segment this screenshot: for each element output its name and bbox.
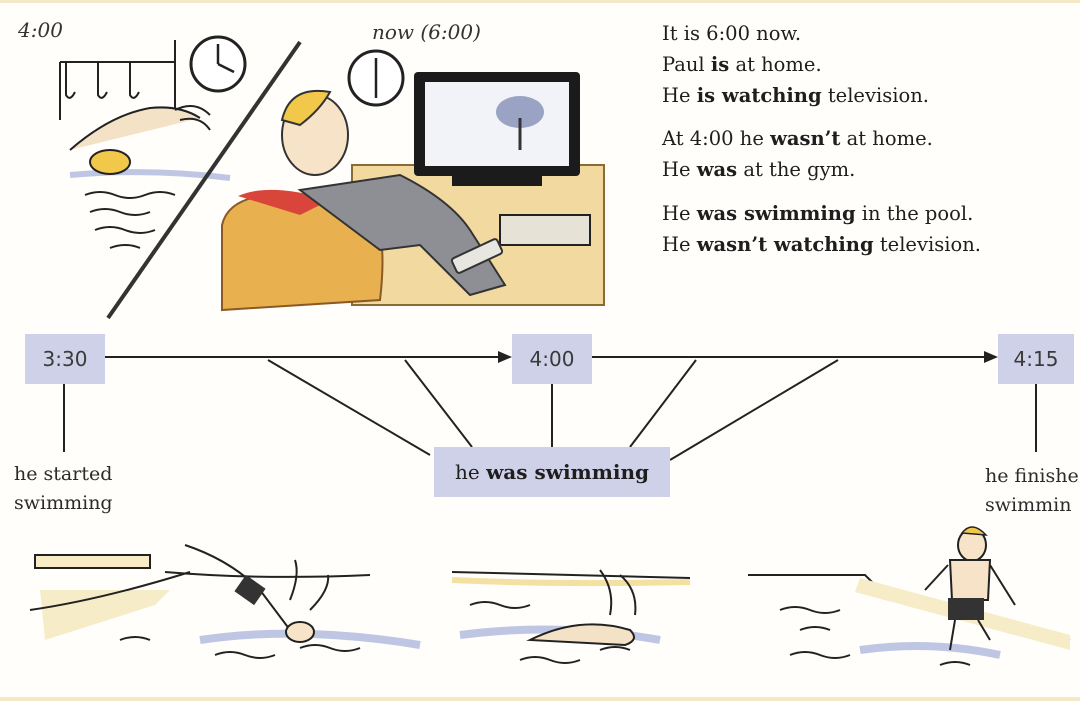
climb-out-illustration xyxy=(748,526,1071,666)
text-line-5: He was at the gym. xyxy=(662,158,856,181)
text-line-3: He is watching television. xyxy=(662,84,929,107)
text-line-7: He wasn’t watching television. xyxy=(662,233,981,256)
timeline-start-box: 3:30 xyxy=(25,334,105,384)
timeline-diagram xyxy=(63,351,1037,461)
caption-time-past: 4:00 xyxy=(18,18,63,42)
text-line-1: It is 6:00 now. xyxy=(662,22,802,45)
swim-illustration xyxy=(451,569,691,664)
timeline-end-box: 4:15 xyxy=(998,334,1074,384)
dive-illustration xyxy=(29,544,421,659)
page-edge-bottom xyxy=(0,697,1080,701)
text-line-6: He was swimming in the pool. xyxy=(662,202,974,225)
timeline-phrase-box: he was swimming xyxy=(434,447,670,497)
pool-swimmer-illustration xyxy=(59,35,302,320)
timeline-middle-box: 4:00 xyxy=(512,334,592,384)
text-line-4: At 4:00 he wasn’t at home. xyxy=(662,127,933,150)
caption-time-now: now (6:00) xyxy=(372,20,481,44)
page-edge-top xyxy=(0,0,1080,3)
text-line-2: Paul is at home. xyxy=(662,53,822,76)
tv-watching-illustration xyxy=(221,49,605,312)
